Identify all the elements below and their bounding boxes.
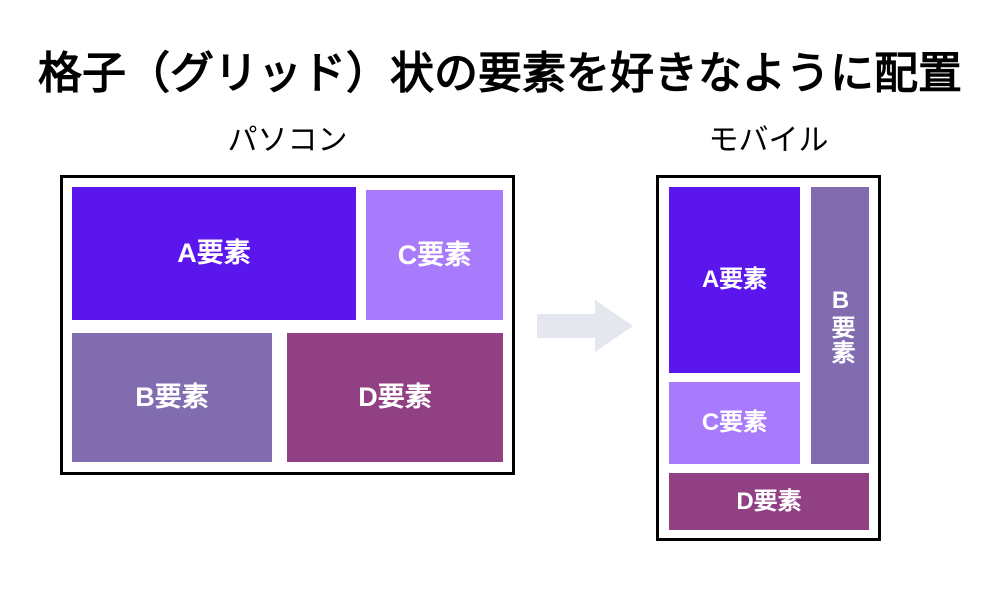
desktop-cell-d-label: D要素 [358, 382, 432, 412]
page-title: 格子（グリッド）状の要素を好きなように配置 [38, 49, 962, 98]
desktop-cell-a: A要素 [72, 187, 356, 320]
mobile-cell-b-label: B要素 [827, 286, 854, 365]
mobile-cell-a: A要素 [669, 187, 800, 373]
desktop-cell-b-label: B要素 [135, 382, 209, 412]
mobile-cell-c: C要素 [669, 382, 800, 464]
mobile-cell-c-label: C要素 [701, 409, 768, 436]
mobile-cell-d-label: D要素 [736, 487, 802, 515]
arrow-right-icon [537, 300, 633, 352]
desktop-cell-c-label: C要素 [397, 239, 472, 270]
desktop-cell-a-label: A要素 [177, 238, 251, 268]
desktop-caption: パソコン [227, 124, 348, 157]
desktop-cell-d: D要素 [287, 333, 503, 462]
arrow-right-shape [537, 300, 633, 352]
desktop-layout-frame: A要素 C要素 B要素 D要素 [60, 175, 515, 475]
desktop-cell-b: B要素 [72, 333, 272, 462]
mobile-cell-b: B要素 [811, 187, 869, 464]
desktop-cell-c: C要素 [366, 190, 503, 320]
mobile-cell-d: D要素 [669, 473, 869, 530]
mobile-caption: モバイル [708, 124, 829, 157]
mobile-cell-a-label: A要素 [701, 266, 768, 293]
mobile-layout-frame: A要素 C要素 B要素 D要素 [656, 175, 881, 541]
